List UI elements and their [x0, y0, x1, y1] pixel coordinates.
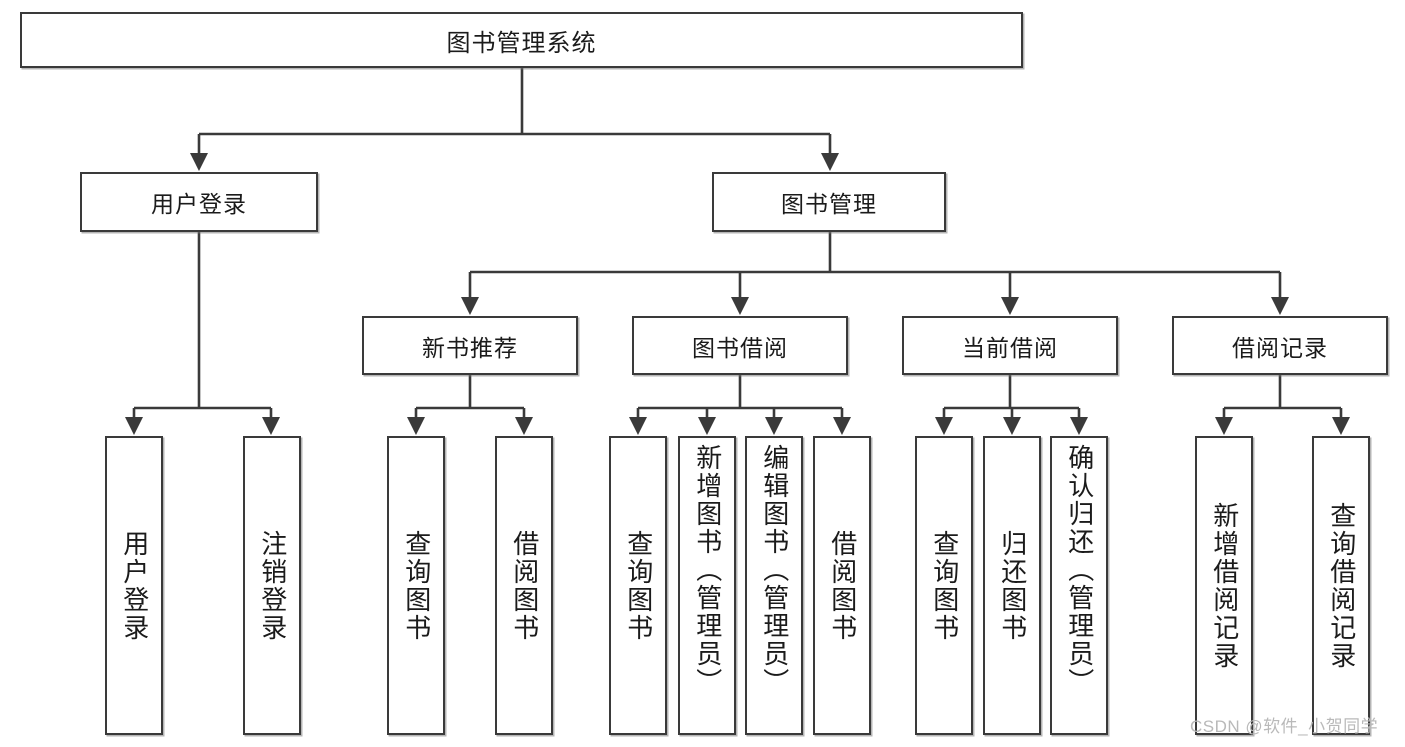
- node-root-system[interactable]: 图书管理系统: [20, 12, 1023, 68]
- leaf-query-book-new[interactable]: 查询图书: [387, 436, 445, 735]
- leaf-label: 新增图书（管理员）: [692, 444, 723, 696]
- leaf-label: 归还图书: [997, 529, 1028, 642]
- leaf-label: 注销登录: [257, 529, 288, 642]
- leaf-label: 编辑图书（管理员）: [759, 444, 790, 696]
- leaf-add-borrow-record[interactable]: 新增借阅记录: [1195, 436, 1253, 735]
- leaf-query-book-borrow[interactable]: 查询图书: [609, 436, 667, 735]
- leaf-borrow-book-new[interactable]: 借阅图书: [495, 436, 553, 735]
- node-borrow-record[interactable]: 借阅记录: [1172, 316, 1388, 375]
- leaf-label: 查询图书: [401, 529, 432, 642]
- node-current-borrow[interactable]: 当前借阅: [902, 316, 1118, 375]
- leaf-edit-book-admin[interactable]: 编辑图书（管理员）: [745, 436, 803, 735]
- leaf-return-book[interactable]: 归还图书: [983, 436, 1041, 735]
- leaf-borrow-book[interactable]: 借阅图书: [813, 436, 871, 735]
- leaf-query-book-current[interactable]: 查询图书: [915, 436, 973, 735]
- node-user-login[interactable]: 用户登录: [80, 172, 318, 232]
- node-book-management[interactable]: 图书管理: [712, 172, 946, 232]
- leaf-confirm-return-admin[interactable]: 确认归还（管理员）: [1050, 436, 1108, 735]
- leaf-label: 查询图书: [929, 529, 960, 642]
- leaf-label: 新增借阅记录: [1209, 501, 1240, 670]
- leaf-label: 借阅图书: [827, 529, 858, 642]
- leaf-label: 查询图书: [623, 529, 654, 642]
- node-book-borrow[interactable]: 图书借阅: [632, 316, 848, 375]
- leaf-query-borrow-record[interactable]: 查询借阅记录: [1312, 436, 1370, 735]
- leaf-label: 确认归还（管理员）: [1064, 444, 1095, 696]
- leaf-add-book-admin[interactable]: 新增图书（管理员）: [678, 436, 736, 735]
- leaf-logout[interactable]: 注销登录: [243, 436, 301, 735]
- leaf-label: 查询借阅记录: [1326, 501, 1357, 670]
- leaf-user-login[interactable]: 用户登录: [105, 436, 163, 735]
- leaf-label: 用户登录: [119, 529, 150, 642]
- leaf-label: 借阅图书: [509, 529, 540, 642]
- node-new-book-recommend[interactable]: 新书推荐: [362, 316, 578, 375]
